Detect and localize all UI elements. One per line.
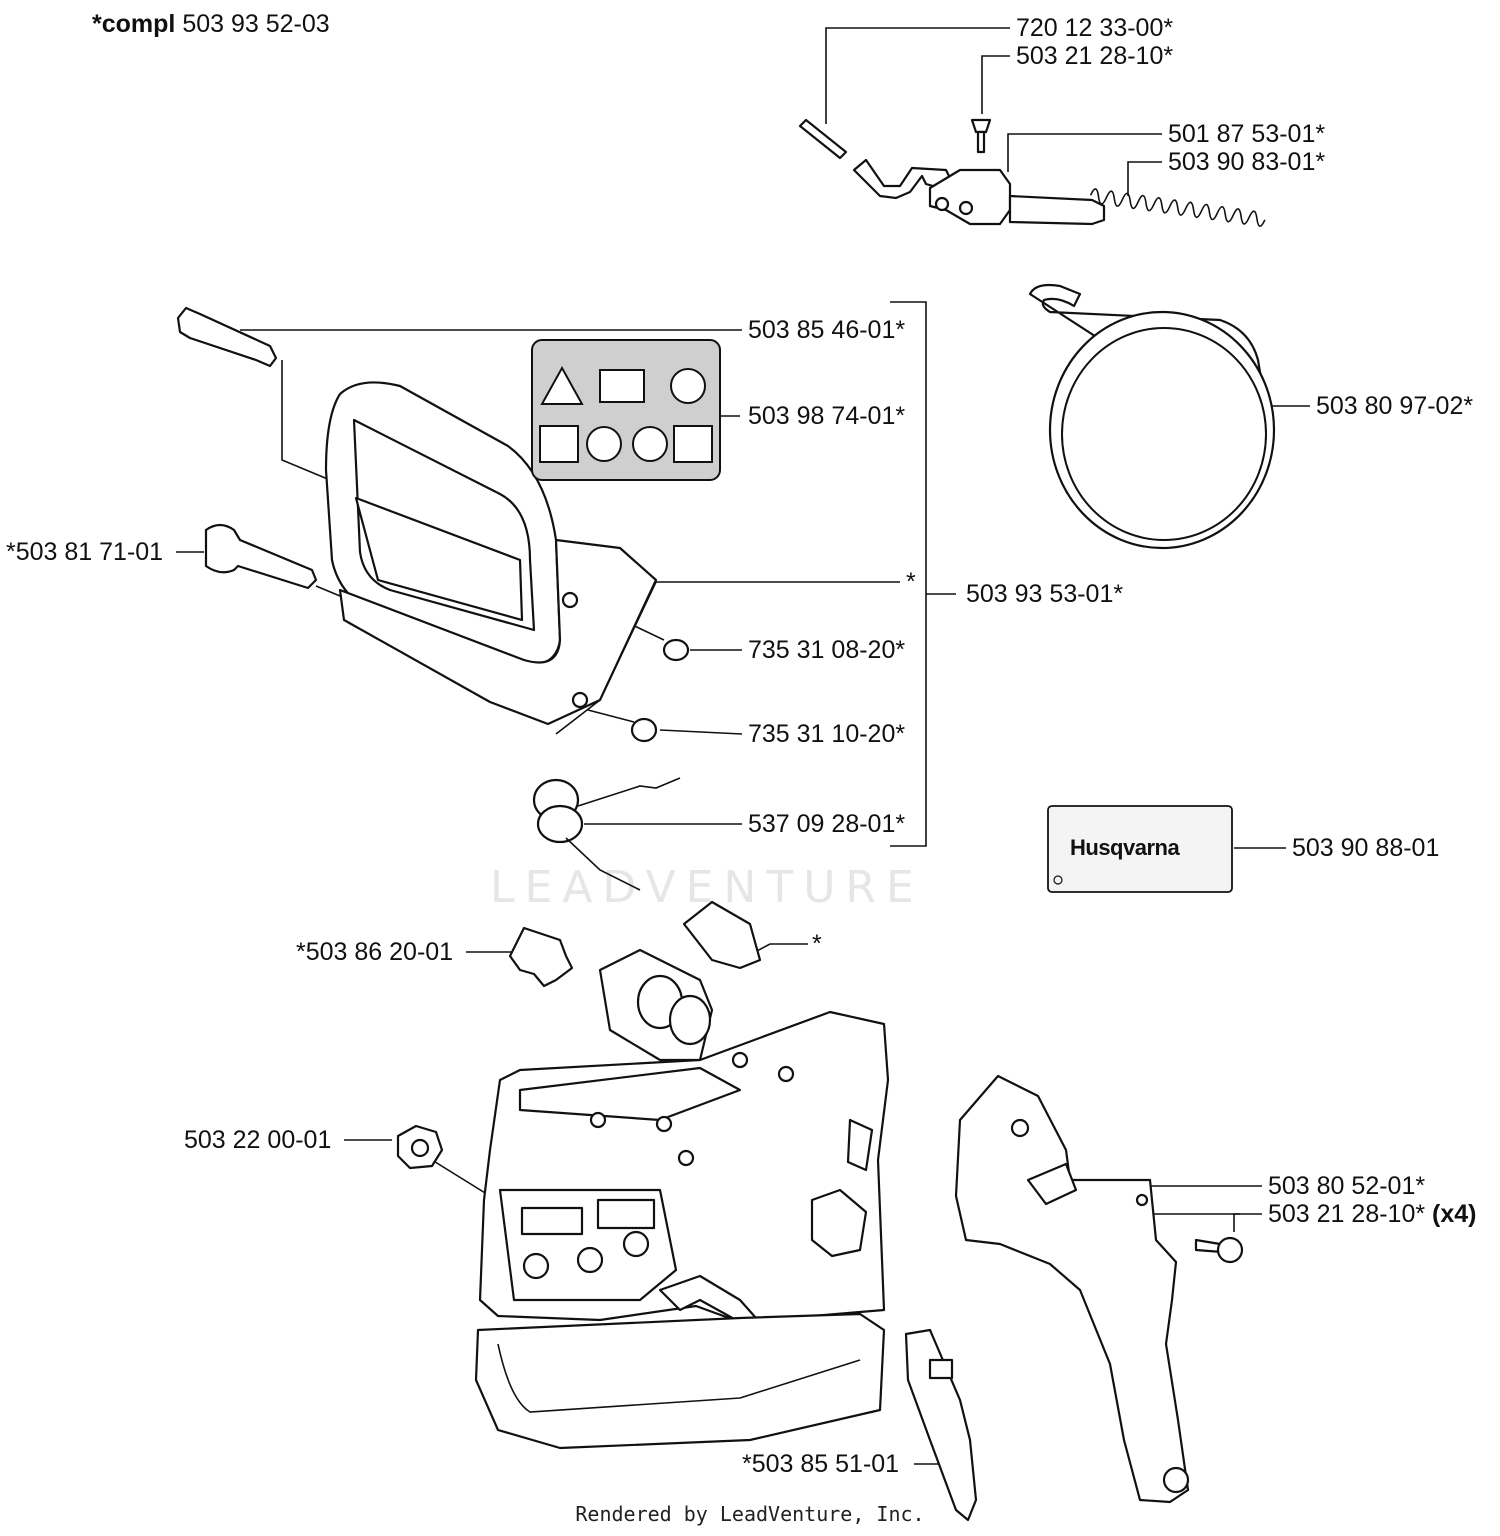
guide-pin bbox=[176, 306, 278, 368]
part-label: 503 93 53-01* bbox=[966, 580, 1124, 608]
part-label: *503 81 71-01 bbox=[6, 538, 164, 566]
part-label: 503 22 00-01 bbox=[184, 1126, 332, 1154]
part-label: 501 87 53-01* bbox=[1168, 120, 1326, 148]
brand-badge-text: Husqvarna bbox=[1070, 835, 1180, 860]
part-label: 503 21 28-10* (x4) bbox=[1268, 1200, 1477, 1228]
spring-coil bbox=[1089, 188, 1266, 227]
hex-nut bbox=[396, 1124, 444, 1170]
part-label: 503 80 52-01* bbox=[1268, 1172, 1426, 1200]
part-label: 503 90 88-01 bbox=[1292, 834, 1440, 862]
compl-label: *compl 503 93 52-03 bbox=[92, 10, 330, 38]
watermark: LEADVENTURE bbox=[490, 862, 924, 913]
clip bbox=[508, 926, 574, 988]
part-label: 503 80 97-02* bbox=[1316, 392, 1474, 420]
part-label: 735 31 10-20* bbox=[748, 720, 906, 748]
chain-brake-lever-assembly bbox=[798, 118, 1106, 226]
footer-credit: Rendered by LeadVenture, Inc. bbox=[575, 1502, 925, 1526]
clutch-cover bbox=[324, 381, 658, 726]
part-label: 537 09 28-01* bbox=[748, 810, 906, 838]
washers bbox=[630, 638, 690, 743]
part-label: * bbox=[812, 930, 822, 958]
cover-plate bbox=[904, 1328, 978, 1522]
torsion-spring bbox=[532, 777, 681, 891]
bar-bolt-pin bbox=[204, 523, 318, 590]
brake-band bbox=[1028, 283, 1276, 550]
part-label: 503 21 28-10* bbox=[1016, 42, 1174, 70]
part-label: *503 85 51-01 bbox=[742, 1450, 900, 1478]
part-label: 503 90 83-01* bbox=[1168, 148, 1326, 176]
warning-decal bbox=[531, 339, 721, 481]
part-label: * bbox=[906, 568, 916, 596]
bar-chain-guard bbox=[954, 1074, 1190, 1504]
brand-badge bbox=[1047, 805, 1233, 893]
part-label: 503 85 46-01* bbox=[748, 316, 906, 344]
chain-guard-housing bbox=[474, 900, 890, 1450]
part-label: 735 31 08-20* bbox=[748, 636, 906, 664]
part-label: 720 12 33-00* bbox=[1016, 14, 1174, 42]
part-label: 503 98 74-01* bbox=[748, 402, 906, 430]
screw bbox=[1194, 1236, 1244, 1264]
part-label: *503 86 20-01 bbox=[296, 938, 454, 966]
